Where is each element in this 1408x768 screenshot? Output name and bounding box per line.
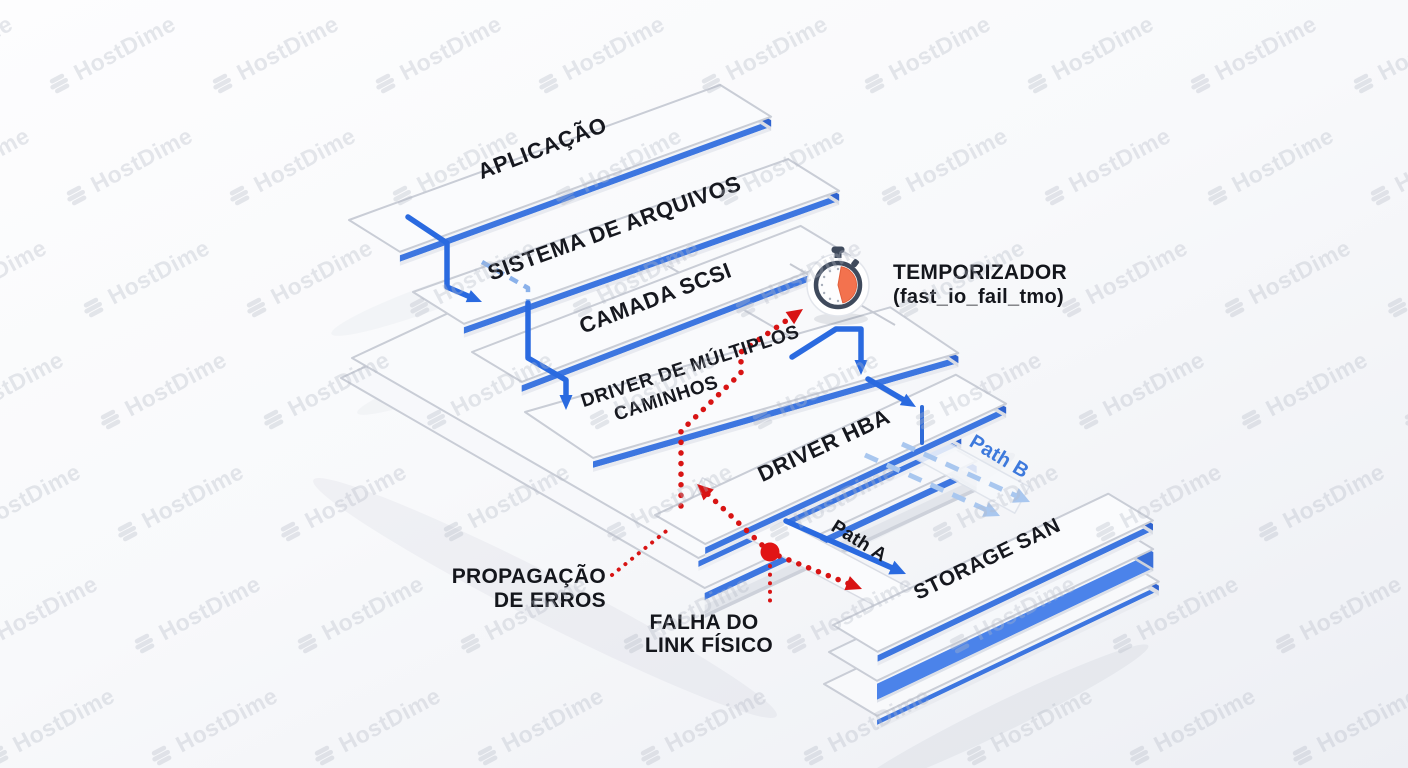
flow-arrows [405, 214, 1030, 606]
stopwatch-shadow [814, 313, 868, 325]
error-arrow-to-hba [697, 484, 765, 548]
leader-error-propagation [610, 526, 672, 577]
soft-shadow [851, 644, 1149, 768]
error-arrow-to-timer [678, 309, 803, 509]
flow-arrow-to-hba [865, 376, 916, 407]
timer-title: TEMPORIZADOR [893, 261, 1067, 284]
layer-driver-multipath [524, 306, 960, 472]
stopwatch-crown [831, 246, 845, 253]
layer-camada-scsi [471, 224, 852, 396]
storage-stack [823, 492, 1160, 730]
link-failure-label-line1: FALHA DO [650, 611, 759, 634]
error-arrow-to-storage [776, 553, 862, 591]
flow-dashed-hidden [480, 260, 531, 303]
layer-sistema-arquivos [412, 158, 841, 338]
stopwatch-side-knob [851, 259, 859, 268]
stopwatch-icon [789, 246, 896, 326]
flow-arrow-multipath-out [789, 326, 868, 375]
flow-arrow-app-to-fs [405, 214, 482, 303]
error-propagation-label-line1: PROPAGAÇÃO [452, 565, 606, 588]
soft-shadow [313, 478, 777, 718]
layer-aplicacao [348, 83, 773, 266]
storage-top-slab [832, 492, 1154, 666]
timer-param: (fast_io_fail_tmo) [893, 286, 1064, 308]
path-b-dashed-2 [863, 452, 1000, 517]
io-stack-layers [348, 83, 1008, 558]
link-failure-label-line2: LINK FÍSICO [645, 634, 773, 657]
path-a-arrow [783, 518, 906, 575]
link-failure-dot [760, 542, 780, 562]
stopwatch-elapsed-wedge [837, 266, 858, 304]
layer-driver-hba [654, 373, 1008, 558]
flow-arrow-to-multipath [525, 300, 573, 410]
path-b-dashed-1 [900, 441, 1030, 503]
error-propagation-label-line2: DE ERROS [494, 589, 606, 612]
